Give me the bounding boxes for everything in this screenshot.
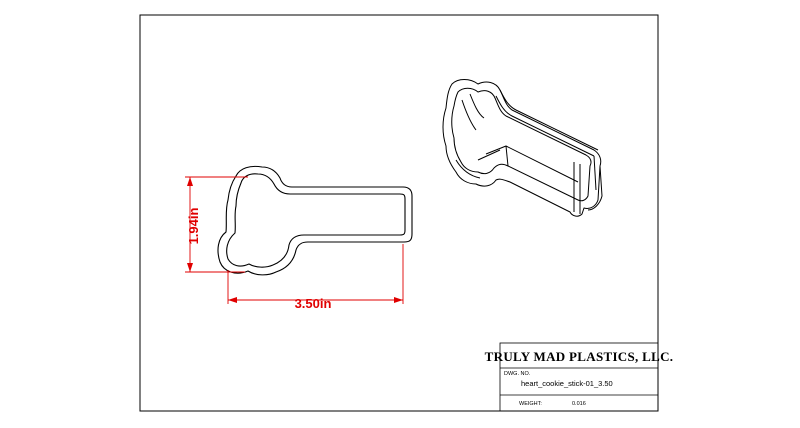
width-arrow-left bbox=[228, 297, 237, 303]
iso-wall-line-4 bbox=[593, 155, 597, 191]
height-arrow-bottom bbox=[187, 263, 193, 272]
isometric-view bbox=[442, 79, 603, 217]
iso-heart-detail-3 bbox=[455, 159, 481, 179]
title-block-dwg-no-value: heart_cookie_stick-01_3.50 bbox=[521, 379, 613, 388]
height-arrow-top bbox=[187, 177, 193, 186]
front-view bbox=[217, 165, 413, 276]
iso-heart-detail-2 bbox=[469, 93, 485, 119]
cutter-inner-outline bbox=[226, 173, 406, 268]
cutter-outer-outline bbox=[217, 165, 413, 276]
drawing-border bbox=[139, 14, 659, 412]
title-block-company: TRULY MAD PLASTICS, LLC. bbox=[485, 349, 674, 364]
title-block bbox=[499, 342, 659, 412]
iso-wall-line-3 bbox=[587, 165, 603, 211]
title-block-dwg-no-label: DWG. NO. bbox=[504, 371, 531, 377]
width-arrow-right bbox=[394, 297, 403, 303]
iso-rim-inner bbox=[451, 87, 592, 202]
height-dimension-label: 1.94in bbox=[186, 208, 201, 245]
title-block-weight-value: 0.016 bbox=[572, 401, 586, 407]
iso-inner-floor-2 bbox=[477, 149, 501, 161]
iso-wall-line-1 bbox=[499, 89, 599, 151]
title-block-weight-label: WEIGHT: bbox=[519, 401, 542, 407]
iso-wall-line-2 bbox=[495, 95, 595, 157]
width-dimension-label: 3.50in bbox=[295, 296, 332, 311]
iso-inner-floor-3 bbox=[505, 145, 509, 167]
dimensions bbox=[185, 176, 404, 304]
iso-heart-detail-1 bbox=[461, 99, 477, 131]
title-block-frame bbox=[499, 342, 659, 412]
